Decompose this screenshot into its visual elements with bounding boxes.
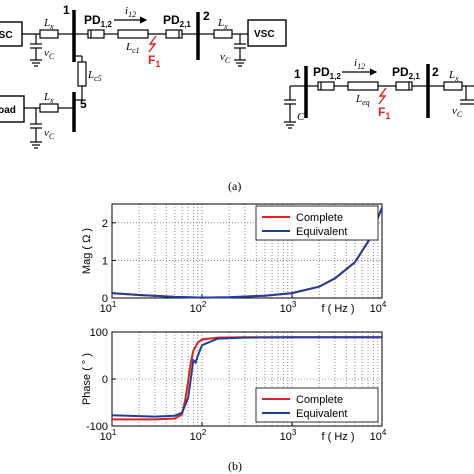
x-tick-label: 103: [280, 428, 297, 443]
inductor-lx-load: [39, 103, 59, 113]
fault-right-label: F1: [378, 105, 390, 121]
inductor-lc1: [117, 29, 149, 39]
y-axis-label: Mag ( Ω ): [81, 228, 93, 274]
x-tick-label: 104: [370, 428, 387, 443]
x-axis-label: f ( Hz ): [322, 303, 355, 315]
legend-entry: Equivalent: [296, 226, 347, 238]
inductor-leq: [347, 81, 379, 91]
lx-right-label: Lx: [217, 17, 228, 31]
load-box: [0, 95, 25, 123]
y-tick-label: -100: [86, 421, 108, 433]
series-line-equivalent: [111, 207, 383, 299]
bus-5-label: 5: [80, 97, 87, 111]
inductor-lc5: [77, 61, 87, 87]
vsc-left-label: VSC: [0, 30, 13, 41]
y-axis-label: Phase ( ° ): [81, 353, 93, 405]
vsc-right-box: [247, 19, 287, 47]
fault-left-label: F1: [148, 53, 160, 69]
phase-chart: -100 0 100 101 102 103 104 Phase ( ° ) f ( Hz ) C…: [81, 327, 387, 443]
vc-right2-label: vC: [452, 105, 463, 119]
vc-left-label: vC: [44, 47, 55, 61]
series-line-equivalent: [111, 336, 382, 418]
lx-load-label: Lx: [43, 91, 54, 105]
inductor-lx-right: [213, 29, 233, 39]
vc-load-label: vC: [44, 127, 55, 141]
inductor-lx-right2: [443, 81, 463, 91]
inductor-lx-left: [39, 29, 59, 39]
leq-label: Leq: [355, 93, 370, 107]
circuit-left: [0, 10, 287, 149]
x-tick-label: 101: [100, 300, 117, 315]
lc5-label: Lc5: [87, 69, 102, 83]
bus-2-right-label: 2: [432, 65, 439, 79]
x-tick-label: 102: [190, 428, 207, 443]
pd21-right-label: PD2,1: [392, 65, 420, 81]
y-tick-label: 2: [102, 218, 108, 230]
legend-entry: Complete: [296, 212, 343, 224]
x-axis-label: f ( Hz ): [322, 431, 355, 443]
magnitude-chart: 0 1 2 101 102 103 104 Mag ( Ω ) f ( Hz ) Complete…: [81, 203, 387, 315]
lx-right2-label: Lx: [448, 69, 459, 83]
i12-label: i12: [125, 5, 136, 19]
fault-lightning-left: [148, 35, 157, 53]
legend-box: [255, 387, 379, 423]
plot-frame: [111, 203, 383, 299]
fault-lightning-right: [378, 87, 387, 105]
y-tick-label: 1: [102, 255, 108, 267]
legend-box: [255, 205, 379, 241]
pd12-right-label: PD1,2: [313, 65, 341, 81]
i12-right-label: i12: [354, 57, 365, 71]
x-tick-label: 102: [190, 300, 207, 315]
cap-right-label: C: [297, 111, 305, 123]
legend-entry: Equivalent: [296, 408, 347, 420]
y-tick-label: 0: [102, 293, 108, 305]
bus-1-label: 1: [63, 3, 70, 17]
legend-entry: Complete: [296, 394, 343, 406]
pd21-label: PD2,1: [163, 13, 191, 29]
load-label: Load: [0, 105, 16, 116]
y-tick-label: 100: [90, 327, 108, 339]
vc-right-label: vC: [220, 51, 231, 65]
vsc-right-label: VSC: [254, 29, 275, 40]
lx-left-label: Lx: [43, 17, 54, 31]
y-tick-label: 0: [102, 374, 108, 386]
bus-1-right-label: 1: [294, 67, 301, 81]
lc1-label: Lc1: [125, 41, 140, 55]
circuit-right: [284, 64, 474, 129]
pd12-label: PD1,2: [84, 13, 112, 29]
panel-b-label: (b): [228, 459, 242, 473]
bus-2-label: 2: [203, 9, 210, 23]
x-tick-label: 104: [370, 300, 387, 315]
x-tick-label: 101: [100, 428, 117, 443]
x-tick-label: 103: [280, 300, 297, 315]
panel-a-label: (a): [228, 179, 241, 193]
pd21-device: [165, 29, 183, 39]
